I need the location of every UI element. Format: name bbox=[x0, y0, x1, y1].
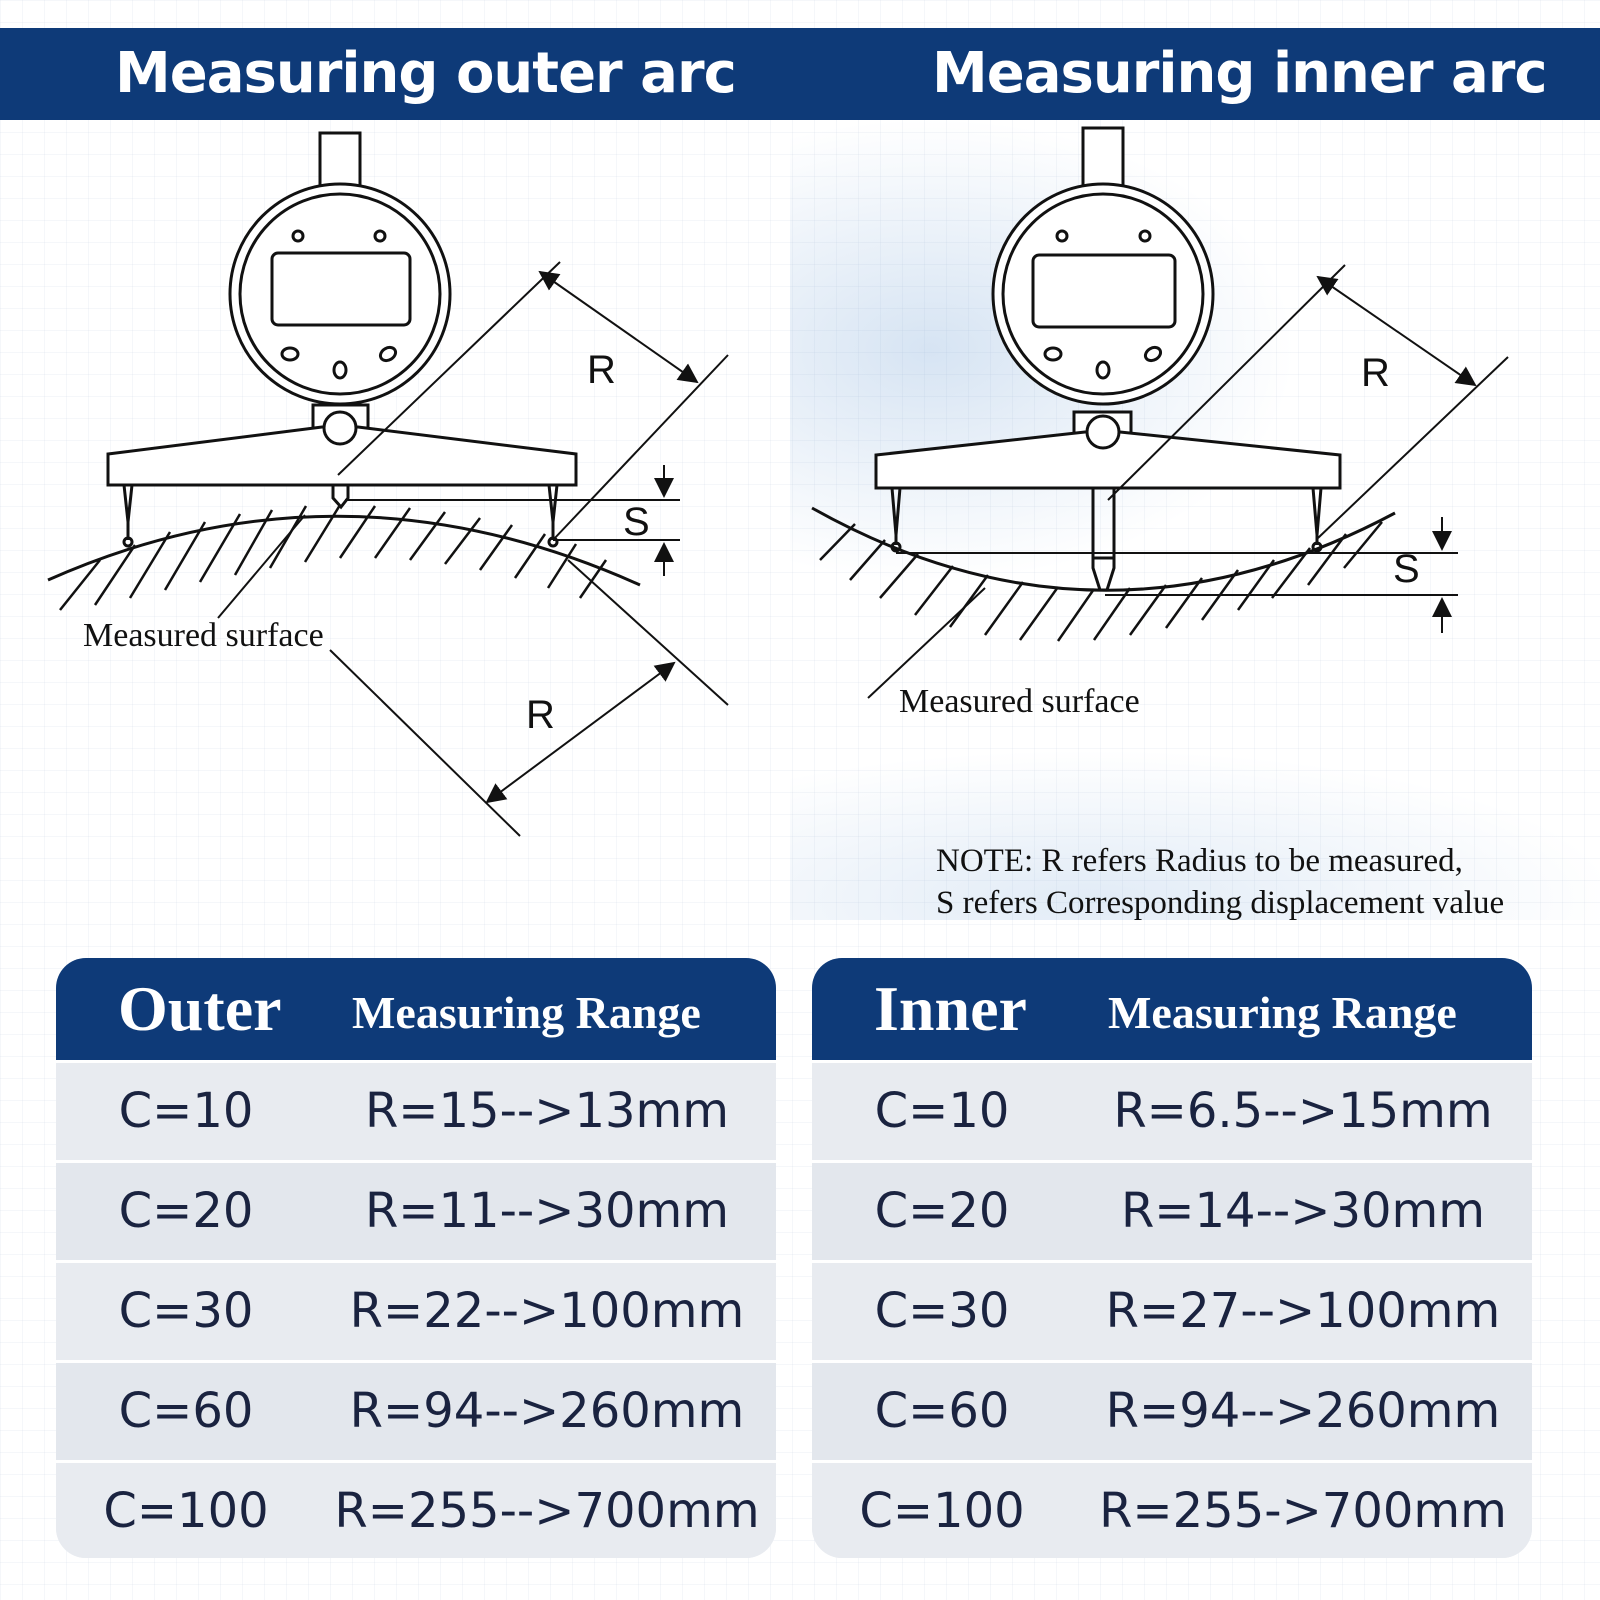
table-row: C=100 R=255-->700mm bbox=[56, 1460, 776, 1558]
arc-measurement-diagrams: R S R Measured surface bbox=[47, 126, 1509, 837]
table-row: C=100 R=255->700mm bbox=[812, 1460, 1532, 1558]
inner-dimension-lines bbox=[867, 264, 1509, 699]
outer-gauge-dial bbox=[228, 182, 452, 406]
outer-surface-label: Measured surface bbox=[83, 617, 324, 654]
inner-arc-title: Measuring inner arc bbox=[932, 41, 1548, 106]
r-range: R=94-->260mm bbox=[1105, 1383, 1501, 1439]
table-row: C=30 R=22-->100mm bbox=[56, 1260, 776, 1360]
outer-table-heading: Outer bbox=[118, 973, 282, 1044]
table-row: C=20 R=11-->30mm bbox=[56, 1160, 776, 1260]
outer-s-label: S bbox=[623, 500, 650, 544]
r-range: R=255-->700mm bbox=[334, 1483, 760, 1539]
note: NOTE: R refers Radius to be measured, S … bbox=[936, 840, 1586, 924]
r-range: R=255->700mm bbox=[1099, 1483, 1507, 1539]
r-range: R=15-->13mm bbox=[364, 1083, 730, 1139]
inner-surface bbox=[811, 506, 1396, 642]
inner-r-label: R bbox=[1361, 351, 1390, 395]
c-value: C=20 bbox=[118, 1183, 254, 1239]
outer-range-heading: Measuring Range bbox=[352, 987, 701, 1038]
table-row: C=20 R=14-->30mm bbox=[812, 1160, 1532, 1260]
c-value: C=10 bbox=[118, 1083, 254, 1139]
r-range: R=27-->100mm bbox=[1105, 1283, 1501, 1339]
c-value: C=10 bbox=[874, 1083, 1010, 1139]
table-row: C=60 R=94-->260mm bbox=[812, 1360, 1532, 1460]
c-value: C=30 bbox=[874, 1283, 1010, 1339]
r-range: R=14-->30mm bbox=[1120, 1183, 1486, 1239]
table-row: C=10 R=15-->13mm bbox=[56, 1060, 776, 1160]
inner-s-label: S bbox=[1393, 547, 1420, 591]
inner-range-table: Inner Measuring Range C=10 R=6.5-->15mm … bbox=[812, 958, 1532, 1558]
inner-gauge-dial bbox=[991, 182, 1215, 406]
outer-r-label-top: R bbox=[587, 348, 616, 392]
inner-table-header: Inner Measuring Range bbox=[812, 958, 1532, 1060]
r-range: R=94-->260mm bbox=[349, 1383, 745, 1439]
c-value: C=60 bbox=[118, 1383, 254, 1439]
r-range: R=22-->100mm bbox=[349, 1283, 745, 1339]
r-range: R=6.5-->15mm bbox=[1113, 1083, 1493, 1139]
r-range: R=11-->30mm bbox=[364, 1183, 730, 1239]
table-row: C=10 R=6.5-->15mm bbox=[812, 1060, 1532, 1160]
inner-surface-label: Measured surface bbox=[899, 683, 1140, 720]
c-value: C=100 bbox=[859, 1483, 1025, 1539]
c-value: C=100 bbox=[103, 1483, 269, 1539]
outer-surface bbox=[47, 504, 641, 611]
inner-range-heading: Measuring Range bbox=[1108, 987, 1457, 1038]
outer-range-table: Outer Measuring Range C=10 R=15-->13mm C… bbox=[56, 958, 776, 1558]
outer-r-label-bottom: R bbox=[526, 693, 555, 737]
c-value: C=30 bbox=[118, 1283, 254, 1339]
note-line-1: NOTE: R refers Radius to be measured, bbox=[936, 843, 1463, 879]
inner-gauge bbox=[874, 126, 1342, 592]
inner-gauge-crossbar bbox=[874, 430, 1342, 490]
c-value: C=20 bbox=[874, 1183, 1010, 1239]
table-row: C=60 R=94-->260mm bbox=[56, 1360, 776, 1460]
outer-arc-title: Measuring outer arc bbox=[115, 41, 737, 106]
header-bar bbox=[0, 28, 1600, 120]
table-row: C=30 R=27-->100mm bbox=[812, 1260, 1532, 1360]
outer-gauge-display bbox=[270, 251, 412, 327]
outer-table-header: Outer Measuring Range bbox=[56, 958, 776, 1060]
inner-gauge-display bbox=[1031, 253, 1177, 329]
note-line-2: S refers Corresponding displacement valu… bbox=[936, 885, 1505, 921]
outer-gauge-crossbar bbox=[106, 425, 578, 487]
c-value: C=60 bbox=[874, 1383, 1010, 1439]
outer-gauge bbox=[106, 131, 578, 548]
inner-table-heading: Inner bbox=[874, 973, 1027, 1044]
outer-dimension-lines bbox=[217, 261, 729, 837]
